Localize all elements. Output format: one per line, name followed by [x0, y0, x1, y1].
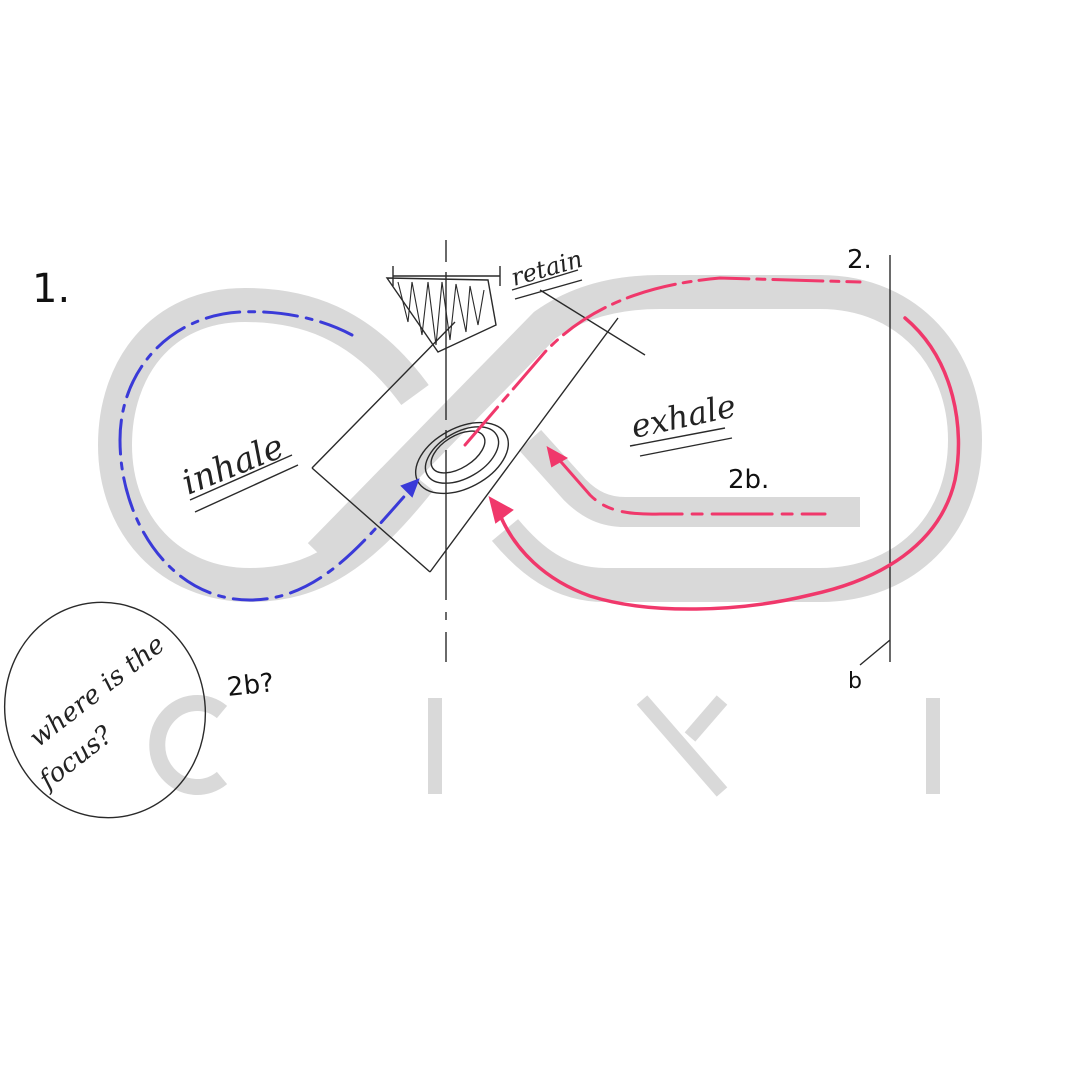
exhale-path-inner: [553, 453, 827, 516]
logo-letter-i-first: [428, 698, 442, 794]
infinity-left-loop: [97, 287, 434, 603]
parallelogram-outline: [311, 317, 619, 573]
logo-letter-c: [149, 695, 228, 795]
logo-letter-i-second: [926, 698, 940, 794]
inhale-underline-1: [189, 454, 293, 501]
label-step-2: 2.: [847, 245, 872, 275]
label-step-1: 1.: [32, 266, 70, 312]
cixi-wordmark: [149, 695, 940, 797]
retain-underline-2: [514, 279, 583, 300]
infinity-cross-diagonal: [307, 275, 820, 567]
center-ellipse-inner: [430, 430, 486, 474]
label-retain: retain: [508, 245, 586, 292]
logo-letter-x: [636, 695, 728, 797]
retain-bar: [392, 266, 501, 286]
exhale-path-upper: [463, 276, 862, 447]
arrowhead-icon: [488, 496, 514, 524]
exhale-underline-2: [639, 437, 733, 457]
right-vertical-line: [859, 255, 891, 666]
center-ellipse-mid: [424, 426, 500, 484]
label-step-b: b: [848, 669, 862, 694]
label-inhale: inhale: [176, 427, 289, 504]
infinity-inner-chevron: [518, 429, 860, 527]
label-exhale: exhale: [628, 387, 739, 446]
inhale-underline-2: [194, 464, 299, 513]
pencil-construction: [3, 240, 891, 819]
exhale-underline-1: [629, 427, 726, 447]
exhale-path-right-loop: [498, 316, 961, 611]
arrowhead-icon: [546, 446, 569, 468]
label-step-2b: 2b.: [728, 465, 769, 495]
inhale-path-group: [118, 310, 420, 602]
infinity-right-loop: [491, 275, 983, 602]
triangle-hatching: [397, 281, 485, 346]
parallelogram-diagonal: [539, 289, 646, 356]
arrowhead-icon: [400, 478, 420, 498]
retain-underline-1: [511, 269, 579, 291]
label-step-2b-question: 2b?: [226, 668, 276, 703]
focus-ellipse: [3, 601, 207, 819]
exhale-path-group: [463, 276, 961, 611]
inhale-path: [118, 310, 412, 602]
